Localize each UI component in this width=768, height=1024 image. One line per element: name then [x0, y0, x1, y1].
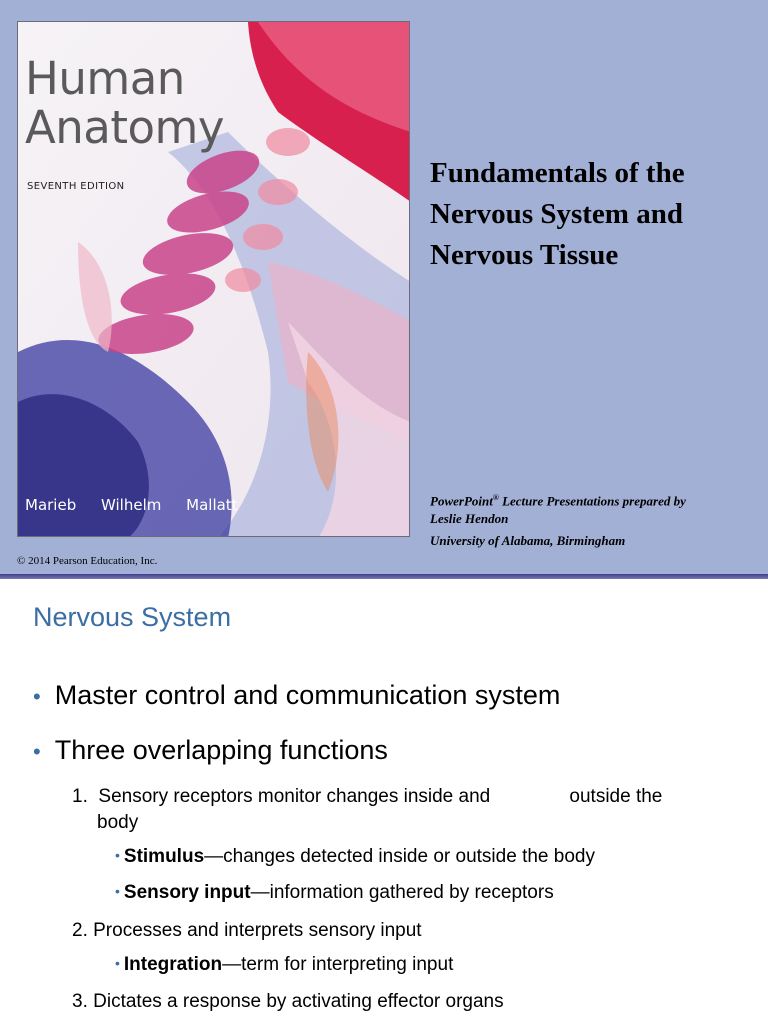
cover-title-line2: Anatomy — [25, 101, 225, 154]
bullet-dot-icon: • — [33, 684, 41, 709]
cover-author: Mallatt — [186, 496, 238, 514]
sub-bullet: •Stimulus—changes detected inside or out… — [115, 846, 595, 868]
credits-line1: PowerPoint® Lecture Presentations prepar… — [430, 489, 765, 510]
credits-author: Leslie Hendon — [430, 511, 509, 527]
book-cover: Human Anatomy SEVENTH EDITION Marieb Wil… — [17, 21, 410, 537]
spine-xray-artwork — [18, 22, 409, 536]
cover-author: Marieb — [25, 496, 77, 514]
credits-prepared-by: Lecture Presentations prepared by — [498, 493, 686, 509]
cover-authors: Marieb Wilhelm Mallatt — [25, 496, 258, 514]
numbered-item-2: 2. Processes and interprets sensory inpu… — [72, 920, 422, 941]
cover-title-line1: Human — [25, 52, 185, 105]
numbered-item-1: 1. Sensory receptors monitor changes ins… — [72, 786, 663, 807]
definition: —changes detected inside or outside the … — [204, 846, 595, 867]
bullet-dot-icon: • — [115, 955, 120, 971]
term: Stimulus — [123, 846, 205, 867]
sub-bullet: •Sensory input—information gathered by r… — [115, 882, 554, 904]
bullet-text: Three overlapping functions — [54, 735, 388, 765]
slide-heading: Nervous System — [33, 602, 232, 632]
term: Sensory input — [123, 882, 251, 903]
title-slide: Human Anatomy SEVENTH EDITION Marieb Wil… — [0, 0, 768, 574]
definition: —term for interpreting input — [222, 954, 454, 975]
credits-software: PowerPoint — [430, 493, 493, 509]
cover-edition: SEVENTH EDITION — [27, 181, 125, 192]
definition: —information gathered by receptors — [250, 882, 554, 903]
copyright: © 2014 Pearson Education, Inc. — [17, 555, 158, 567]
bullet-dot-icon: • — [115, 847, 120, 863]
bullet-dot-icon: • — [115, 883, 120, 899]
numbered-item-3: 3. Dictates a response by activating eff… — [72, 991, 504, 1012]
registered-mark: ® — [492, 493, 499, 502]
slide-title: Fundamentals of the Nervous System and N… — [430, 153, 760, 276]
slide-title-line: Fundamentals of the — [430, 157, 685, 189]
term: Integration — [123, 954, 223, 975]
cover-title: Human Anatomy — [25, 52, 225, 154]
credits: PowerPoint® Lecture Presentations prepar… — [430, 489, 765, 550]
bullet-item: • Master control and communication system — [33, 680, 560, 711]
numbered-item-1-cont: body — [97, 812, 139, 833]
credits-university: University of Alabama, Birmingham — [430, 533, 626, 549]
bullet-dot-icon: • — [33, 739, 41, 764]
slide-title-line: Nervous System and — [430, 198, 683, 230]
bullet-item: • Three overlapping functions — [33, 735, 388, 766]
sub-bullet: •Integration—term for interpreting input — [115, 954, 453, 976]
slide-divider — [0, 574, 768, 579]
cover-author: Wilhelm — [101, 496, 162, 514]
slide-title-line: Nervous Tissue — [430, 239, 619, 271]
bullet-text: Master control and communication system — [54, 680, 561, 710]
